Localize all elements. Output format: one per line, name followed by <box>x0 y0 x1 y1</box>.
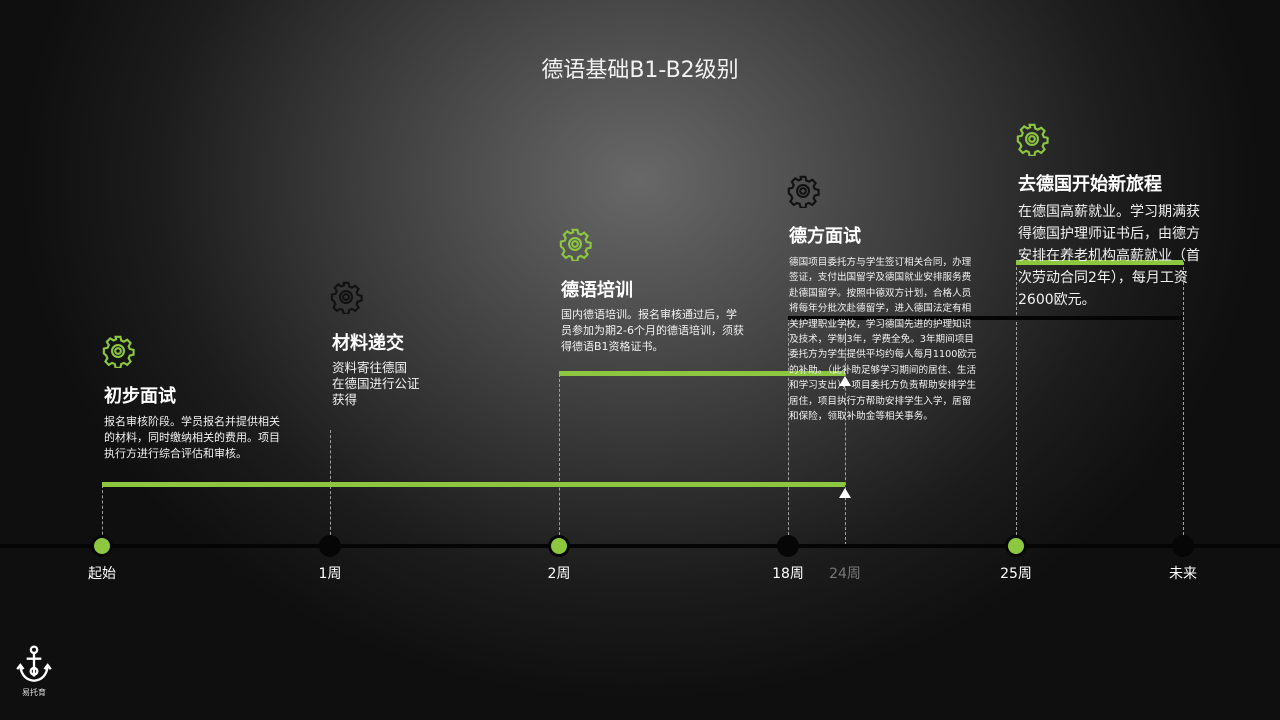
stage-description: 国内德语培训。报名审核通过后，学员参加为期2-6个月的德语培训，须获得德语B1资… <box>561 308 744 353</box>
guide-line <box>1183 262 1184 545</box>
timeline-marker <box>91 535 113 557</box>
stage-heading: 德方面试 <box>789 226 861 247</box>
gear-icon <box>101 334 135 368</box>
description-line: 资料寄往德国 <box>332 360 408 375</box>
guide-line <box>102 485 103 545</box>
guide-line <box>845 318 846 545</box>
timeline-marker <box>1005 535 1027 557</box>
guide-line <box>330 430 331 545</box>
stage-heading: 去德国开始新旅程 <box>1018 174 1162 195</box>
description-line: 获得 <box>332 392 358 407</box>
brand-logo: 易托育 <box>12 644 56 698</box>
stage-description: 资料寄往德国 在德国进行公证 获得 <box>332 360 472 408</box>
tick-label: 24周 <box>829 566 861 582</box>
logo-text: 易托育 <box>22 688 46 697</box>
stage-description: 在德国高薪就业。学习期满获得德国护理师证书后，由德方安排在养老机构高薪就业（首次… <box>1018 204 1200 308</box>
gear-icon <box>786 174 820 208</box>
phase-bar <box>102 482 845 487</box>
guide-line <box>559 374 560 545</box>
phase-bar <box>788 316 1183 320</box>
stage-heading: 德语培训 <box>561 280 633 301</box>
timeline-marker <box>548 535 570 557</box>
gear-icon <box>329 280 363 314</box>
stage-heading: 材料递交 <box>332 333 404 354</box>
timeline-axis <box>0 544 1280 548</box>
page-title: 德语基础B1-B2级别 <box>541 58 739 83</box>
tick-label: 18周 <box>772 566 804 582</box>
gear-icon <box>558 227 592 261</box>
gear-icon <box>1015 122 1049 156</box>
tick-label: 2周 <box>547 566 571 582</box>
stage-description: 报名审核阶段。学员报名并提供相关的材料，同时缴纳相关的费用。项目执行方进行综合评… <box>104 415 280 460</box>
tick-label: 起始 <box>88 566 116 582</box>
stage-heading: 初步面试 <box>104 386 176 407</box>
triangle-marker <box>839 488 851 498</box>
phase-bar <box>559 371 845 376</box>
tick-label: 未来 <box>1169 566 1197 582</box>
triangle-marker <box>839 376 851 386</box>
timeline-marker <box>1172 535 1194 557</box>
timeline-marker <box>777 535 799 557</box>
phase-bar <box>1016 260 1183 265</box>
anchor-logo-icon <box>16 645 52 682</box>
guide-line <box>788 318 789 545</box>
tick-label: 1周 <box>318 566 342 582</box>
guide-line <box>1016 262 1017 545</box>
timeline-marker <box>319 535 341 557</box>
description-line: 在德国进行公证 <box>332 376 420 391</box>
stage-description: 德国项目委托方与学生签订相关合同，办理签证，支付出国留学及德国就业安排服务费赴德… <box>789 257 977 423</box>
tick-label: 25周 <box>1000 566 1032 582</box>
